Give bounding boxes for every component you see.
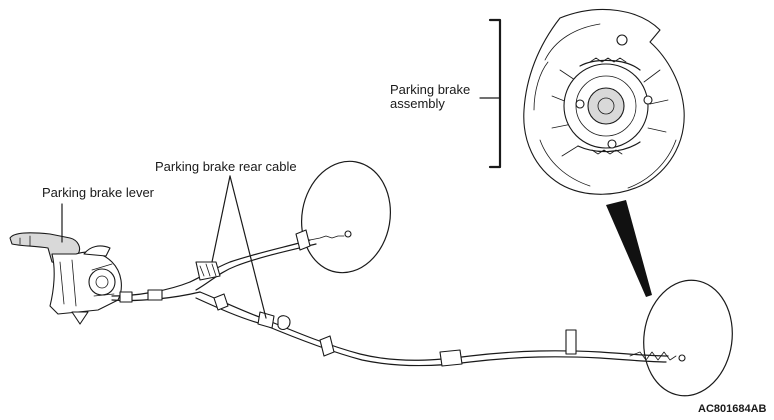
left-wheel-outline <box>300 160 392 274</box>
parking-brake-assembly-label-line1: Parking brake <box>390 82 471 97</box>
parking-brake-lever-label: Parking brake lever <box>42 185 154 200</box>
parking-brake-lever-illustration <box>9 232 122 325</box>
right-wheel-outline <box>643 279 733 397</box>
assembly-label-bracket <box>479 18 502 169</box>
parking-brake-assembly-illustration <box>523 8 685 195</box>
parking-brake-assembly-label-line2: assembly <box>390 96 445 111</box>
figure-code: AC801684AB <box>698 403 767 415</box>
parking-brake-rear-cable-label: Parking brake rear cable <box>155 159 297 174</box>
callout-pointer <box>606 200 652 297</box>
parking-brake-cables <box>111 229 686 367</box>
rear-cable-leader-lines <box>211 175 267 319</box>
